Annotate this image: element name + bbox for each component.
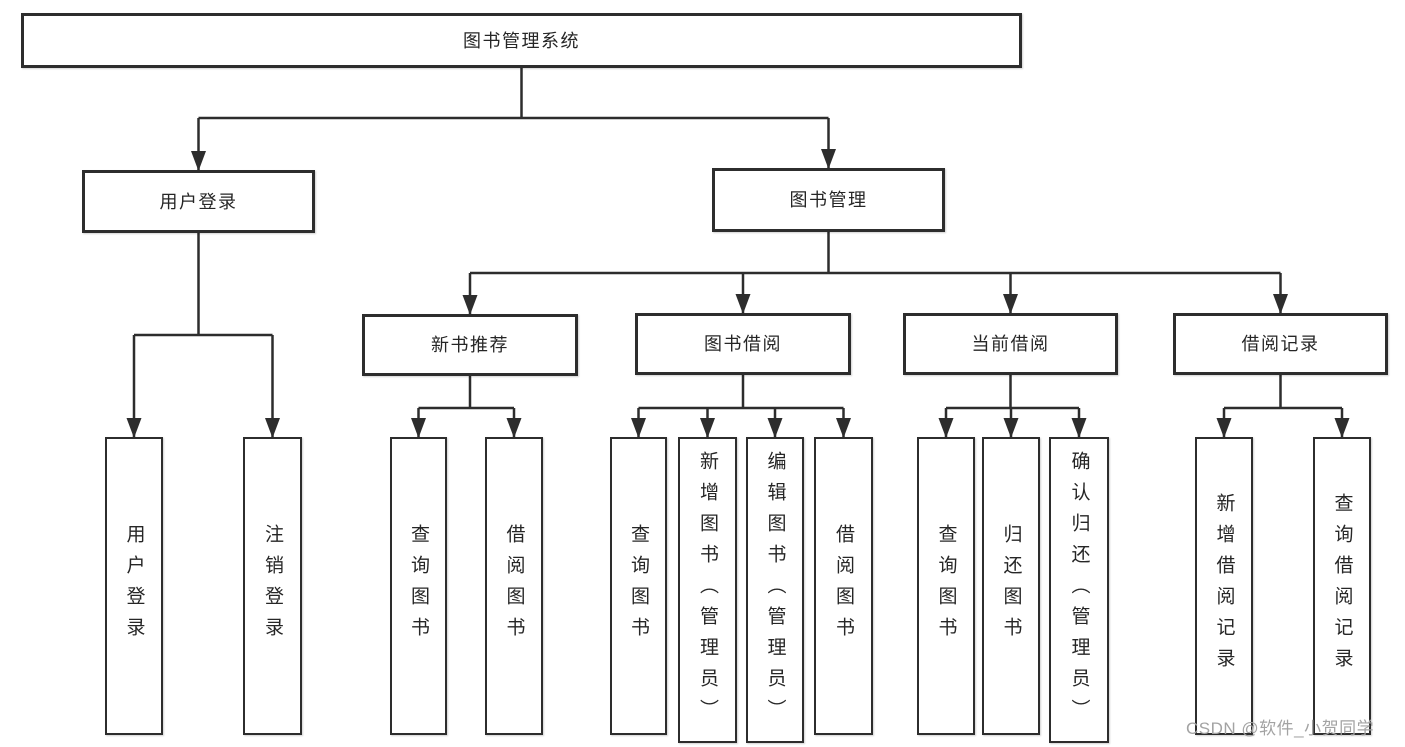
leaf-user-login: 用户登录 — [105, 437, 163, 735]
leaf-current-search-book: 查询图书 — [917, 437, 975, 735]
leaf-current-confirm-return-admin: 确认归还（管理员） — [1049, 437, 1109, 743]
leaf-borrow-borrow-book: 借阅图书 — [814, 437, 873, 735]
node-new-book-recommend: 新书推荐 — [362, 314, 578, 376]
connector-user-login — [134, 233, 273, 337]
leaf-borrow-edit-book-admin: 编辑图书（管理员） — [746, 437, 804, 743]
node-book-management: 图书管理 — [712, 168, 945, 232]
connector-new-book — [418, 376, 514, 410]
node-root-system: 图书管理系统 — [21, 13, 1022, 68]
leaf-borrow-add-book-admin: 新增图书（管理员） — [678, 437, 737, 743]
connector-book-mgmt — [470, 232, 1281, 275]
leaf-newrec-borrow-book: 借阅图书 — [485, 437, 543, 735]
leaf-records-add-record: 新增借阅记录 — [1195, 437, 1253, 735]
connector-current-borrow — [946, 375, 1079, 410]
node-borrow-records: 借阅记录 — [1173, 313, 1388, 375]
node-book-borrow: 图书借阅 — [635, 313, 851, 375]
leaf-borrow-search-book: 查询图书 — [610, 437, 667, 735]
leaf-records-search-record: 查询借阅记录 — [1313, 437, 1371, 735]
connector-root — [198, 68, 829, 120]
node-user-login: 用户登录 — [82, 170, 315, 233]
leaf-logout: 注销登录 — [243, 437, 302, 735]
leaf-current-return-book: 归还图书 — [982, 437, 1040, 735]
connector-borrow-records — [1224, 375, 1342, 410]
node-current-borrow: 当前借阅 — [903, 313, 1118, 375]
leaf-newrec-search-book: 查询图书 — [390, 437, 447, 735]
watermark: CSDN @软件_小贺同学 — [1186, 719, 1375, 738]
connector-book-borrow — [638, 375, 844, 410]
